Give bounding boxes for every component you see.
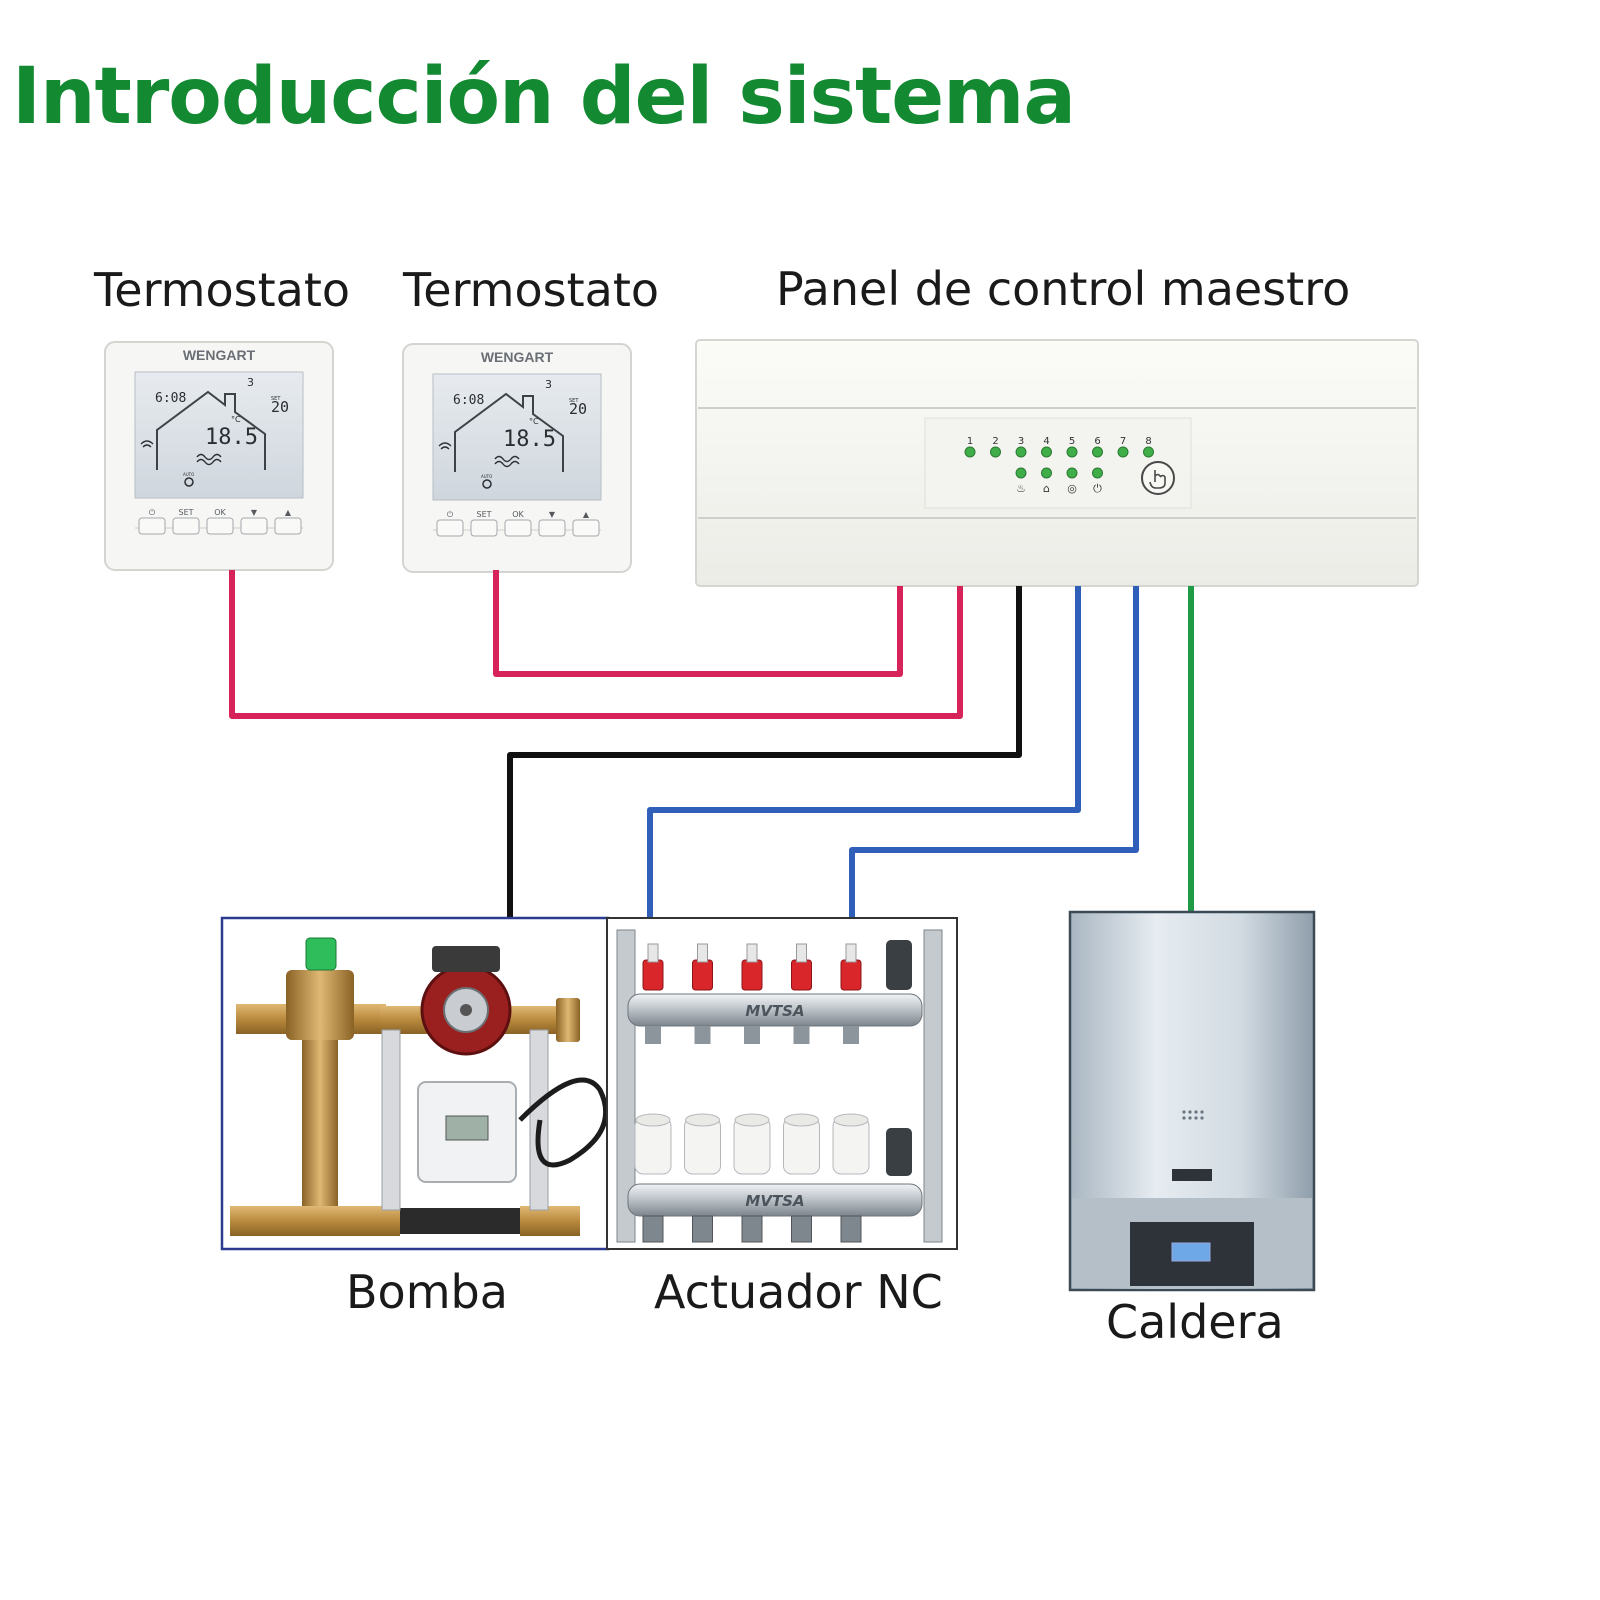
zone-number: 8	[1145, 436, 1151, 447]
status-leds: ♨ ⌂ ◎ ⏻	[1015, 467, 1103, 495]
zone-led	[1015, 446, 1027, 458]
flow-meter	[791, 959, 812, 991]
label-boiler: Caldera	[1106, 1295, 1284, 1349]
zone-number: 4	[1043, 436, 1049, 447]
power-icon: ⏻	[1093, 482, 1102, 495]
page-title: Introducción del sistema	[12, 52, 1076, 142]
status-led	[1015, 467, 1027, 479]
network-icon: ⌂	[1043, 482, 1050, 495]
zone-number: 3	[1018, 436, 1024, 447]
flame-icon: ♨	[1016, 482, 1026, 495]
zone-number: 5	[1069, 436, 1075, 447]
flow-meter	[692, 959, 713, 991]
thermostat-2	[402, 343, 632, 573]
flow-meter	[741, 959, 763, 991]
label-control-panel: Panel de control maestro	[776, 262, 1351, 316]
label-thermostat-1: Termostato	[94, 263, 351, 317]
zone-led	[964, 446, 976, 458]
thermostat-1	[104, 341, 334, 571]
manifold-actuators: MVTSA MVTSA	[606, 917, 958, 1250]
status-led	[1066, 467, 1078, 479]
wire-thermostat-1	[229, 570, 963, 719]
zone-led	[990, 446, 1001, 458]
zone-led	[1117, 446, 1129, 458]
manifold-brand: MVTSA	[745, 1002, 804, 1020]
master-control-panel: 1 2 3 4 5 6 7 8 ♨ ⌂ ◎ ⏻	[695, 339, 1419, 587]
zone-number: 1	[967, 436, 973, 447]
flow-meter	[642, 959, 664, 991]
zone-number: 7	[1120, 436, 1126, 447]
zone-led	[1066, 446, 1078, 458]
zone-leds: 1 2 3 4 5 6 7 8	[964, 436, 1154, 458]
zone-led	[1143, 446, 1154, 458]
wire-thermostat-2	[493, 570, 903, 677]
status-led	[1041, 467, 1052, 479]
flow-meter	[840, 959, 862, 991]
zone-led	[1092, 446, 1103, 458]
status-led	[1092, 467, 1103, 479]
wire-pump	[507, 586, 1022, 918]
label-actuator: Actuador NC	[654, 1265, 943, 1319]
touch-button[interactable]	[1141, 461, 1175, 495]
pump-assembly	[220, 916, 610, 1251]
boiler	[1068, 910, 1316, 1292]
pump-icon: ◎	[1067, 482, 1077, 495]
manifold-brand: MVTSA	[745, 1192, 804, 1210]
label-pump: Bomba	[346, 1265, 508, 1319]
zone-number: 6	[1094, 436, 1100, 447]
label-thermostat-2: Termostato	[403, 263, 660, 317]
zone-number: 2	[992, 436, 998, 447]
zone-led	[1041, 446, 1052, 458]
